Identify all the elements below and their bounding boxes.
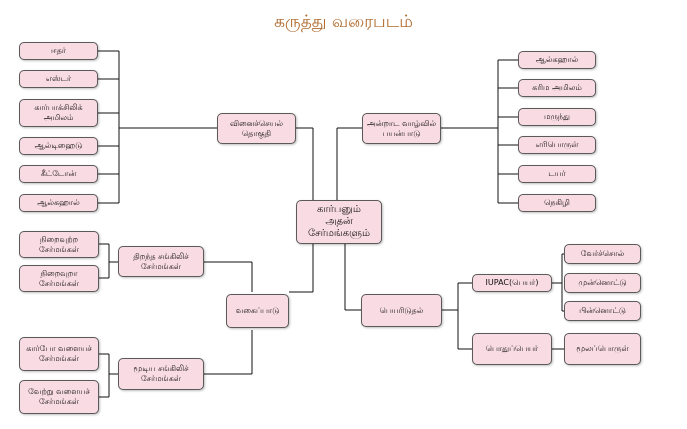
- daily-item-plastic: நெகிழி: [518, 194, 596, 212]
- daily-item-fuel: எரிபொருள்: [518, 136, 596, 154]
- open-chain-unsaturated: நிறைவுறா சேர்மங்கள்: [19, 265, 99, 292]
- daily-item-organic-acid: கரிம அமிலம்: [518, 79, 596, 97]
- closed-chain-node: மூடிய சங்கிலிச் சேர்மங்கள்: [118, 358, 204, 390]
- daily-item-alcohol: ஆல்கஹால்: [518, 51, 596, 69]
- common-name-source: மூலப்பொருள்: [564, 333, 641, 365]
- common-name-node: பொதுப்பெயர்: [472, 333, 552, 365]
- functional-group-aldehyde: ஆல்டிஹைடு: [19, 137, 98, 155]
- closed-chain-heterocyclic: வேற்று வளையச் சேர்மங்கள்: [19, 380, 99, 414]
- iupac-root-word: வேர்ச்சொல்: [564, 244, 641, 264]
- iupac-node: IUPAC(பெயர்): [472, 274, 552, 292]
- center-node: கார்பனும் அதன் சேர்மங்களும்: [296, 200, 382, 244]
- daily-item-medicine: மருந்து: [518, 108, 596, 126]
- iupac-prefix: முன்னொட்டு: [564, 273, 641, 293]
- functional-group-alcohol: ஆல்கஹால்: [19, 194, 98, 212]
- daily-item-tyre: டயர்: [518, 165, 596, 183]
- open-chain-node: திறந்த சங்கிலிச் சேர்மங்கள்: [118, 246, 204, 277]
- functional-group-ether: ஈதர்: [19, 42, 98, 60]
- daily-use-node: அன்றாட வாழ்வில் பயன்பாடு: [362, 113, 441, 144]
- functional-group-ketone: கீட்டோன்: [19, 165, 98, 183]
- open-chain-saturated: நிறைவுற்ற சேர்மங்கள்: [19, 231, 99, 258]
- classification-node: வகைப்பாடு: [226, 294, 289, 328]
- closed-chain-carbocyclic: கார்போ வளையச் சேர்மங்கள்: [19, 337, 99, 371]
- diagram-title: கருத்து வரைபடம்: [274, 12, 413, 32]
- functional-group-carboxylic-acid: கார்பாக்சிலிக் அமிலம்: [19, 99, 98, 127]
- iupac-suffix: பின்னொட்டு: [564, 301, 641, 321]
- nomenclature-node: பெயரிடுதல்: [361, 294, 442, 327]
- applications-node: வினைச்செயல் தொகுதி: [217, 113, 296, 144]
- functional-group-ester: எஸ்டர்: [19, 70, 98, 88]
